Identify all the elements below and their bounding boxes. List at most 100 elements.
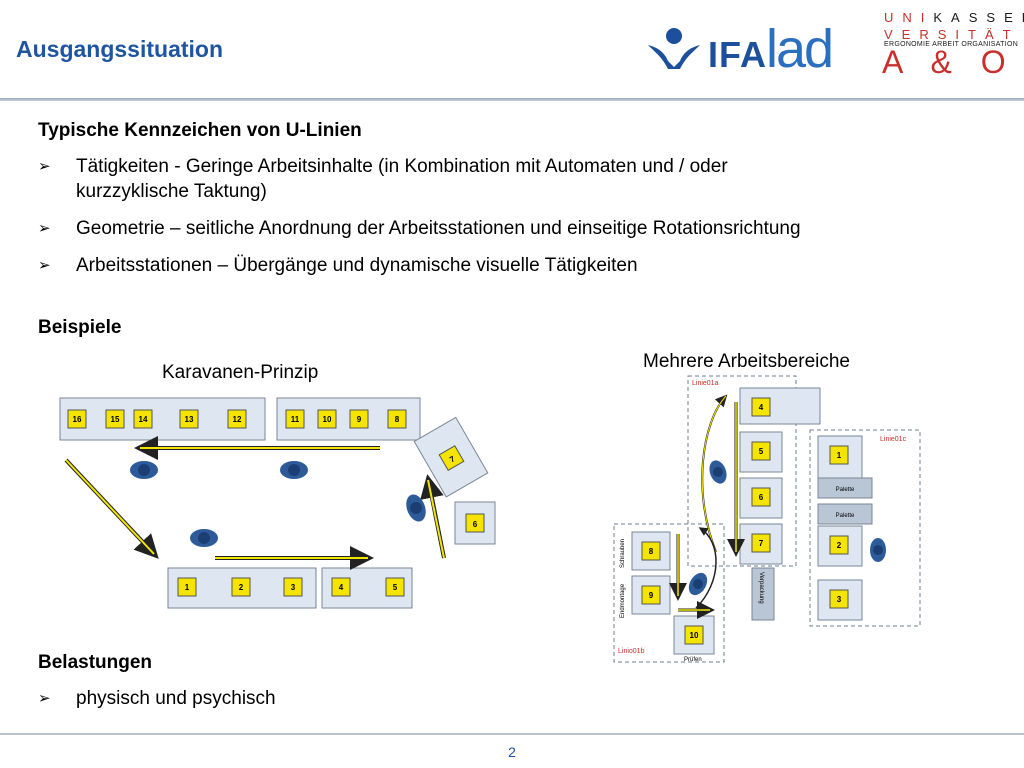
worker-icon — [190, 529, 218, 547]
station-box — [684, 625, 704, 645]
station-label: 10 — [690, 631, 699, 640]
station-box — [227, 409, 247, 429]
palette-label: Palette — [836, 487, 855, 493]
station-box — [285, 409, 305, 429]
station-label: 10 — [323, 415, 332, 424]
arrow-bullet-icon: ➢ — [38, 690, 51, 707]
station-box — [465, 513, 485, 533]
section-heading-kennzeichen: Typische Kennzeichen von U-Linien — [38, 120, 362, 141]
station-box — [829, 535, 849, 555]
station-panel — [817, 579, 863, 621]
uni-logo-line1: UNIKASSEL — [884, 10, 1024, 25]
station-box — [387, 409, 407, 429]
station-box — [133, 409, 153, 429]
station-box — [105, 409, 125, 429]
side-label: Schrauben — [620, 539, 626, 568]
station-box — [829, 445, 849, 465]
station-label: 2 — [837, 541, 842, 550]
station-label: 3 — [291, 583, 296, 592]
side-label: Prüfen — [684, 657, 702, 663]
station-box — [385, 577, 405, 597]
arrow-bullet-icon: ➢ — [38, 158, 51, 175]
station-label: 1 — [837, 451, 842, 460]
uni-logo-line2: VERSITÄT — [884, 27, 1020, 42]
flow-arrow-fill — [701, 395, 727, 553]
side-label: Endmontage — [620, 583, 626, 618]
header-divider — [0, 98, 1024, 101]
page-title: Ausgangssituation — [16, 36, 224, 62]
palette-box — [817, 477, 873, 499]
station-label: 9 — [649, 591, 654, 600]
station-box — [829, 589, 849, 609]
station-label: 8 — [649, 547, 654, 556]
flow-arrow-fill — [427, 479, 445, 559]
flow-arrow-fill — [65, 459, 155, 555]
station-box — [67, 409, 87, 429]
area-label: Linie01c — [880, 436, 907, 443]
station-box — [751, 397, 771, 417]
station-label: 5 — [759, 447, 764, 456]
ifa-eagle-icon — [648, 28, 700, 69]
station-box — [349, 409, 369, 429]
station-label: 13 — [185, 415, 194, 424]
area-outline-c — [809, 429, 921, 627]
station-box — [179, 409, 199, 429]
arrow-bullet-icon: ➢ — [38, 257, 51, 274]
worker-icon — [280, 461, 308, 479]
uni-logo-line3: ERGONOMIE ARBEIT ORGANISATION — [884, 41, 1019, 48]
station-label: 5 — [393, 583, 398, 592]
station-box — [751, 441, 771, 461]
station-label: 3 — [837, 595, 842, 604]
bullet-continuation: kurzzyklische Taktung) — [76, 181, 267, 202]
footer-divider — [0, 733, 1024, 735]
iad-logo-text: lad — [766, 19, 834, 79]
station-label: 6 — [473, 520, 478, 529]
station-label: 9 — [357, 415, 362, 424]
station-box — [438, 445, 465, 472]
station-panel-top-left — [59, 397, 266, 441]
area-label: Linio01b — [618, 648, 645, 655]
area-outline-a — [687, 375, 797, 567]
caption-karavanen: Karavanen-Prinzip — [162, 362, 319, 383]
worker-icon — [406, 494, 426, 522]
station-label: 12 — [233, 415, 242, 424]
section-heading-beispiele: Beispiele — [38, 317, 122, 338]
worker-icon — [870, 538, 886, 562]
station-label: 7 — [759, 539, 764, 548]
worker-icon — [709, 460, 727, 484]
station-label: 14 — [139, 415, 148, 424]
ifa-logo-text: IFA — [708, 34, 768, 75]
bullet-item: ➢ physisch und psychisch — [38, 688, 276, 709]
station-label: 6 — [759, 493, 764, 502]
station-box — [177, 577, 197, 597]
worker-icon — [130, 461, 158, 479]
station-box — [641, 585, 661, 605]
station-box — [641, 541, 661, 561]
palette-box — [817, 503, 873, 525]
caption-mehrere: Mehrere Arbeitsbereiche — [643, 351, 850, 372]
station-box — [231, 577, 251, 597]
station-label: 15 — [111, 415, 120, 424]
station-label: 1 — [185, 583, 190, 592]
bullet-item: ➢ Geometrie – seitliche Anordnung der Ar… — [38, 218, 801, 239]
bullet-item: ➢ Tätigkeiten - Geringe Arbeitsinhalte (… — [38, 156, 728, 177]
arrow-bullet-icon: ➢ — [38, 220, 51, 237]
area-label: Linie01a — [692, 380, 719, 387]
station-label: 2 — [239, 583, 244, 592]
uni-logo-ao: A & O — [882, 44, 1016, 80]
station-label: 8 — [395, 415, 400, 424]
section-heading-belastungen: Belastungen — [38, 652, 153, 673]
station-box — [751, 533, 771, 553]
worker-icon — [688, 572, 708, 596]
bullet-item: ➢ Arbeitsstationen – Übergänge und dynam… — [38, 255, 638, 276]
station-box — [331, 577, 351, 597]
station-label: 16 — [73, 415, 82, 424]
station-label: 4 — [339, 583, 344, 592]
page-number: 2 — [508, 744, 516, 760]
verpackung-label: Verpackung — [758, 572, 764, 604]
palette-label: Palette — [836, 513, 855, 519]
station-box — [283, 577, 303, 597]
flow-arrow — [695, 527, 717, 609]
